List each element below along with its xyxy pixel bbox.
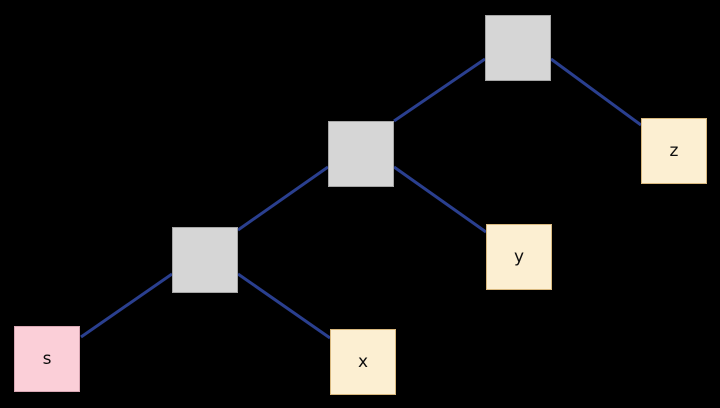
tree-node-y[interactable]: y xyxy=(486,224,552,290)
tree-node-root[interactable] xyxy=(485,15,551,81)
tree-edge xyxy=(237,272,331,340)
tree-node-inner-low[interactable] xyxy=(172,227,238,293)
tree-node-label: y xyxy=(513,246,525,267)
tree-node-label: x xyxy=(357,351,369,372)
tree-edge xyxy=(393,57,486,123)
tree-edge xyxy=(550,57,642,127)
tree-node-z[interactable]: z xyxy=(641,118,707,184)
tree-edge xyxy=(393,165,487,234)
tree-node-label: z xyxy=(669,140,679,161)
tree-node-inner-mid[interactable] xyxy=(328,121,394,187)
tree-node-label: s xyxy=(42,348,52,369)
tree-edge xyxy=(80,272,173,339)
tree-node-s[interactable]: s xyxy=(14,326,80,392)
tree-edge xyxy=(237,165,329,232)
tree-node-x[interactable]: x xyxy=(330,329,396,395)
